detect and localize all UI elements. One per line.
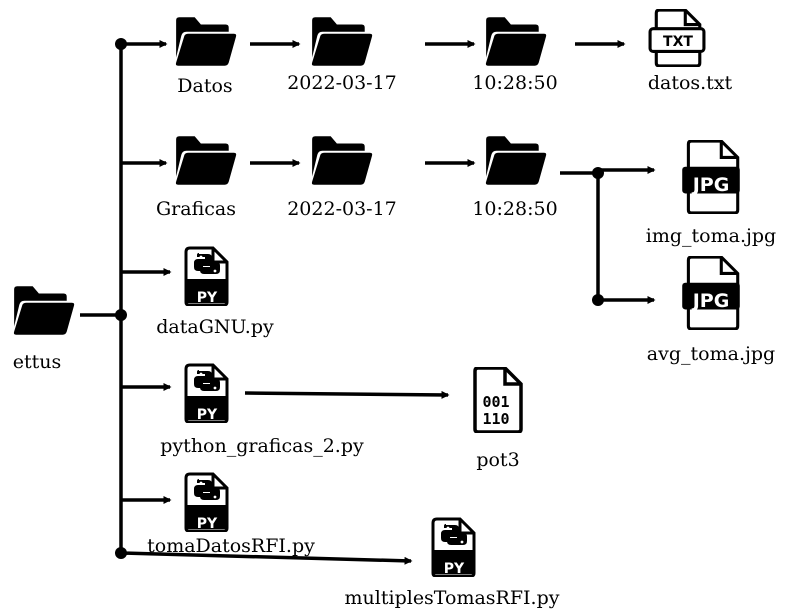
svg-text:JPG: JPG: [691, 174, 730, 196]
node-label: datos.txt: [648, 72, 733, 94]
node-label: 2022-03-17: [287, 72, 397, 94]
python-file-icon: PY: [431, 517, 476, 577]
node-label: img_toma.jpg: [646, 225, 776, 247]
folder-icon: [311, 17, 373, 66]
node-label: dataGNU.py: [156, 316, 274, 338]
node-label: Graficas: [156, 198, 236, 220]
node-label: 10:28:50: [472, 72, 557, 94]
folder-icon: [311, 136, 373, 185]
tomadatos-node[interactable]: PY tomaDatosRFI.py: [147, 472, 315, 557]
folder-icon: [175, 136, 237, 185]
jpg-file-icon: JPG: [680, 256, 742, 330]
datos-time-node[interactable]: 10:28:50: [472, 17, 558, 94]
node-label: Datos: [177, 75, 232, 97]
avg-toma-node[interactable]: JPG avg_toma.jpg: [647, 256, 775, 365]
pot3-node[interactable]: 001 110 pot3: [473, 367, 523, 471]
img-toma-node[interactable]: JPG img_toma.jpg: [646, 140, 776, 247]
svg-text:001: 001: [482, 393, 509, 411]
arrow-to-multiples: [120, 551, 413, 565]
svg-text:PY: PY: [197, 290, 218, 306]
folder-icon: [485, 17, 547, 66]
node-label: tomaDatosRFI.py: [147, 535, 315, 557]
folder-icon: [13, 286, 75, 335]
binary-file-icon: 001 110: [473, 367, 523, 433]
jpg-file-icon: JPG: [680, 140, 742, 214]
svg-text:PY: PY: [197, 407, 218, 423]
graficas-time-node[interactable]: 10:28:50: [472, 136, 558, 220]
arrow-python-to-pot3: [244, 390, 450, 399]
node-label: 10:28:50: [472, 198, 557, 220]
multiples-node[interactable]: PY multiplesTomasRFI.py: [345, 517, 560, 609]
root-node[interactable]: ettus: [13, 286, 75, 373]
datos-node[interactable]: Datos: [175, 17, 237, 97]
datos-date-node[interactable]: 2022-03-17: [287, 17, 397, 94]
trunk-bottom-dot: [115, 547, 127, 559]
graficas-date-node[interactable]: 2022-03-17: [287, 136, 397, 220]
txt-file-icon: TXT: [648, 9, 706, 67]
trunk-top-dot: [115, 38, 127, 50]
svg-text:PY: PY: [444, 561, 465, 577]
python-file-icon: PY: [184, 363, 229, 423]
svg-text:PY: PY: [197, 516, 218, 532]
datagnu-node[interactable]: PY dataGNU.py: [156, 246, 274, 338]
folder-icon: [485, 136, 547, 185]
jpg-branch-top-dot: [592, 167, 604, 179]
root-label: ettus: [13, 351, 62, 373]
graficas-node[interactable]: Graficas: [156, 136, 237, 220]
svg-text:TXT: TXT: [663, 34, 693, 50]
python-file-icon: PY: [184, 246, 229, 306]
svg-text:JPG: JPG: [691, 290, 730, 312]
python-graficas-node[interactable]: PY python_graficas_2.py: [160, 363, 364, 457]
python-file-icon: PY: [184, 472, 229, 532]
datos-txt-node[interactable]: TXT datos.txt: [648, 9, 733, 94]
trunk-root-dot: [115, 309, 127, 321]
node-label: pot3: [476, 449, 519, 471]
node-label: python_graficas_2.py: [160, 435, 364, 457]
node-label: 2022-03-17: [287, 198, 397, 220]
svg-text:110: 110: [482, 410, 509, 428]
folder-icon: [175, 17, 237, 66]
jpg-branch-bottom-dot: [592, 294, 604, 306]
node-label: avg_toma.jpg: [647, 343, 775, 365]
connectors: [80, 40, 656, 565]
node-label: multiplesTomasRFI.py: [345, 587, 560, 609]
junction-dots: [115, 38, 604, 559]
